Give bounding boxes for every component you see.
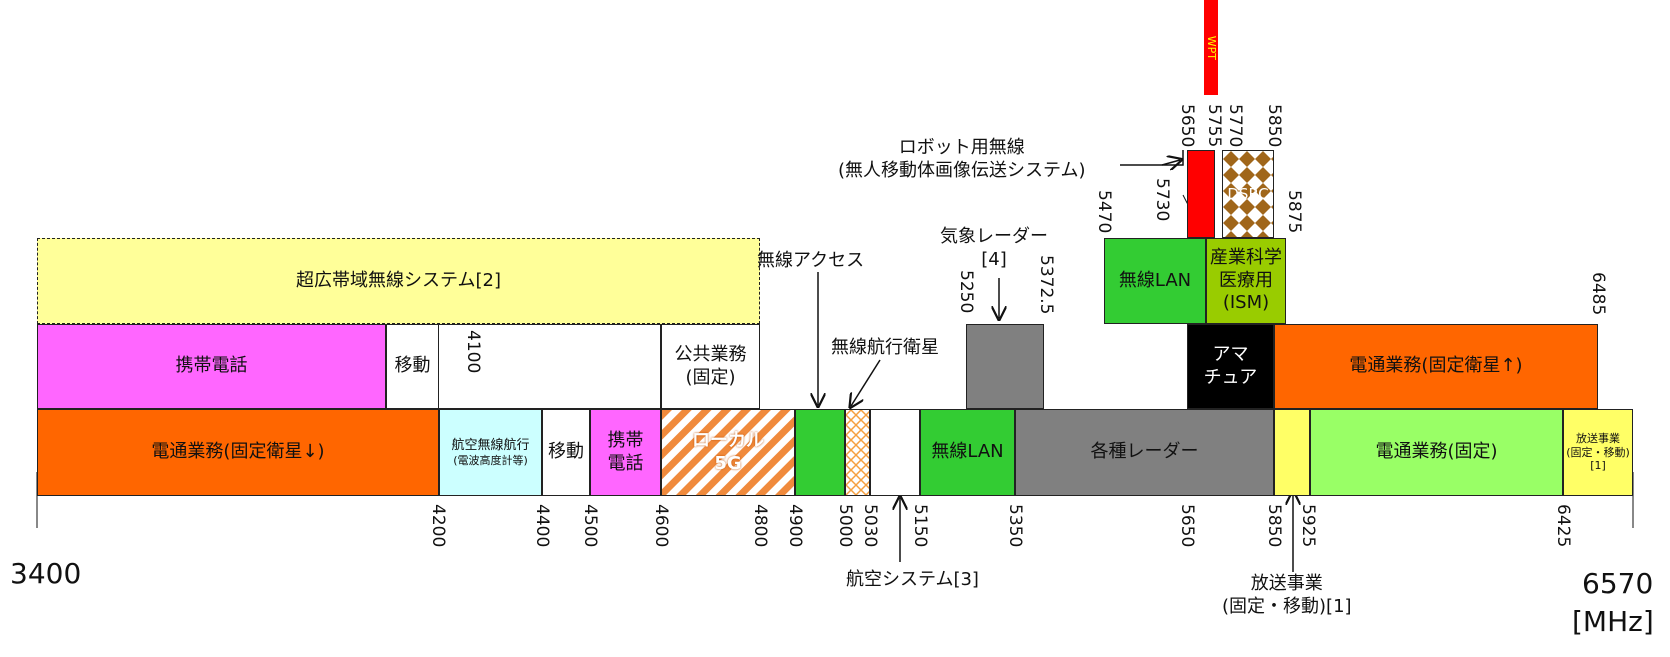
- aero-system-band: [870, 409, 920, 496]
- tick-4600: 4600: [651, 504, 671, 548]
- tick-5755: 5755: [1204, 104, 1224, 148]
- robot-band: [1187, 150, 1215, 238]
- mobile-phone-band: 携帯電話: [37, 324, 386, 409]
- broadcast-label: 放送事業 (固定・移動)[1]: [1222, 573, 1352, 618]
- ism-band: 産業科学 医療用 (ISM): [1206, 238, 1286, 324]
- tick-5650-top: 5650: [1177, 104, 1197, 148]
- weather-radar-label: 気象レーダー [4]: [940, 226, 1048, 271]
- radionav-pattern: [846, 410, 869, 495]
- robot-arrow: [1120, 150, 1184, 166]
- tick-4100: 4100: [463, 330, 483, 374]
- tick-5372: 5372.5: [1036, 255, 1056, 315]
- mobile-band-low: 移動: [542, 409, 590, 496]
- tick-5850-top: 5850: [1264, 104, 1284, 148]
- radionav-sat-label: 無線航行衛星: [831, 337, 939, 358]
- tick-6485: 6485: [1588, 272, 1608, 316]
- local-5g-pattern: [662, 410, 794, 495]
- public-service-band: 公共業務 (固定): [661, 324, 760, 409]
- radars-band: 各種レーダー: [1015, 409, 1274, 496]
- uwb-label: 超広帯域無線システム[2]: [296, 269, 501, 291]
- tick-5730: 5730: [1152, 178, 1172, 222]
- aero-nav-band: 航空無線航行 (電波高度計等): [439, 409, 542, 496]
- tick-5650: 5650: [1177, 504, 1197, 548]
- aero-system-label: 航空システム[3]: [846, 569, 979, 590]
- axis-unit-label: [MHz]: [1572, 605, 1654, 638]
- tick-5850: 5850: [1264, 504, 1284, 548]
- tick-5770: 5770: [1225, 104, 1245, 148]
- radionav-sat-arrow: [851, 359, 881, 406]
- axis-start-label: 3400: [10, 557, 82, 590]
- tick-4400: 4400: [532, 504, 552, 548]
- tick-5470: 5470: [1094, 190, 1114, 234]
- robot-label: ロボット用無線 (無人移動体画像伝送システム): [838, 137, 1086, 182]
- tick-5030: 5030: [860, 504, 880, 548]
- broadcast-band: [1274, 409, 1310, 496]
- empty-band-mid: [439, 324, 661, 409]
- tick-5000: 5000: [835, 504, 855, 548]
- tick-5350: 5350: [1005, 504, 1025, 548]
- wireless-lan-upper-band: 無線LAN: [1104, 238, 1206, 324]
- weather-radar-band: [966, 324, 1044, 409]
- tick-6425: 6425: [1553, 504, 1573, 548]
- tick-4900: 4900: [785, 504, 805, 548]
- telecom-sat-down-band: 電通業務(固定衛星↓): [37, 409, 439, 496]
- wireless-access-band: [795, 409, 845, 496]
- uwb-band: 超広帯域無線システム[2]: [37, 238, 760, 324]
- wireless-lan-lower-band: 無線LAN: [920, 409, 1015, 496]
- amateur-band: アマ チュア: [1187, 324, 1274, 409]
- tick-5250: 5250: [956, 270, 976, 314]
- wpt-band: WPT: [1204, 0, 1218, 95]
- telecom-sat-up-band: 電通業務(固定衛星↑): [1274, 324, 1598, 409]
- tick-5150: 5150: [910, 504, 930, 548]
- tick-5925: 5925: [1298, 504, 1318, 548]
- telecom-fixed-band: 電通業務(固定): [1310, 409, 1563, 496]
- radionav-sat-band: [845, 409, 870, 496]
- dsrc-pattern: [1223, 151, 1273, 237]
- mobile-phone-band-low: 携帯 電話: [590, 409, 661, 496]
- tick-4200: 4200: [428, 504, 448, 548]
- tick-4500: 4500: [580, 504, 600, 548]
- axis-end-label: 6570: [1582, 567, 1654, 600]
- dsrc-band: DSRC: [1222, 150, 1274, 238]
- local-5g-band: ローカル 5G: [661, 409, 795, 496]
- broadcast-right-band: 放送事業 (固定・移動) [1]: [1563, 409, 1633, 496]
- wireless-access-label: 無線アクセス: [757, 250, 865, 271]
- tick-5875: 5875: [1284, 190, 1304, 234]
- mobile-band-mid: 移動: [386, 324, 439, 409]
- tick-4800: 4800: [750, 504, 770, 548]
